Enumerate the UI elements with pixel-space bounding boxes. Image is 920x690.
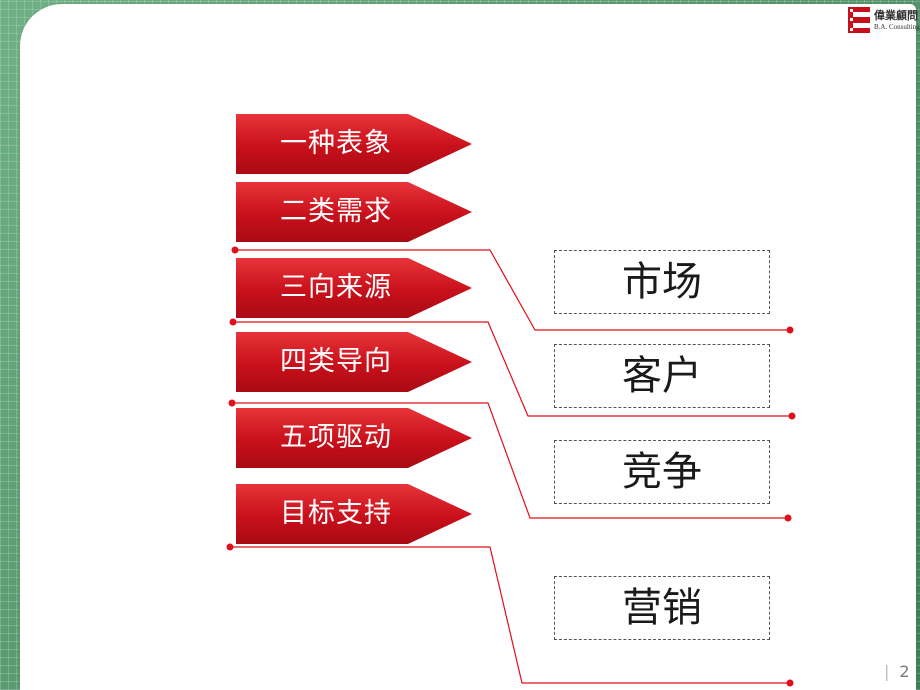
page-separator: |	[884, 662, 890, 681]
page-number: |2	[884, 662, 910, 681]
connector-dot	[228, 399, 236, 407]
logo-mark-icon	[848, 7, 870, 33]
box-customer: 客户	[554, 344, 770, 408]
slide-canvas	[20, 4, 916, 690]
company-logo: 偉業顧問 B.A. Consulting	[848, 7, 920, 37]
connector-dot	[784, 514, 792, 522]
connector-line-marketing	[230, 546, 790, 684]
connector-dot	[786, 326, 794, 334]
logo-text-cn: 偉業顧問	[874, 9, 918, 22]
logo-text-en: B.A. Consulting	[874, 23, 920, 31]
connector-dot	[229, 318, 237, 326]
connector-dot	[231, 246, 239, 254]
page-number-value: 2	[899, 662, 910, 681]
connector-line-competition	[232, 402, 788, 519]
arrow-item-appearance: 一种表象	[236, 114, 472, 174]
box-competition: 竞争	[554, 440, 770, 504]
box-market: 市场	[554, 250, 770, 314]
connector-line-customer	[233, 321, 792, 417]
connector-dot	[788, 412, 796, 420]
box-marketing: 营销	[554, 576, 770, 640]
connector-line-market	[235, 249, 790, 331]
connector-dot	[786, 679, 794, 687]
connector-dot	[226, 543, 234, 551]
